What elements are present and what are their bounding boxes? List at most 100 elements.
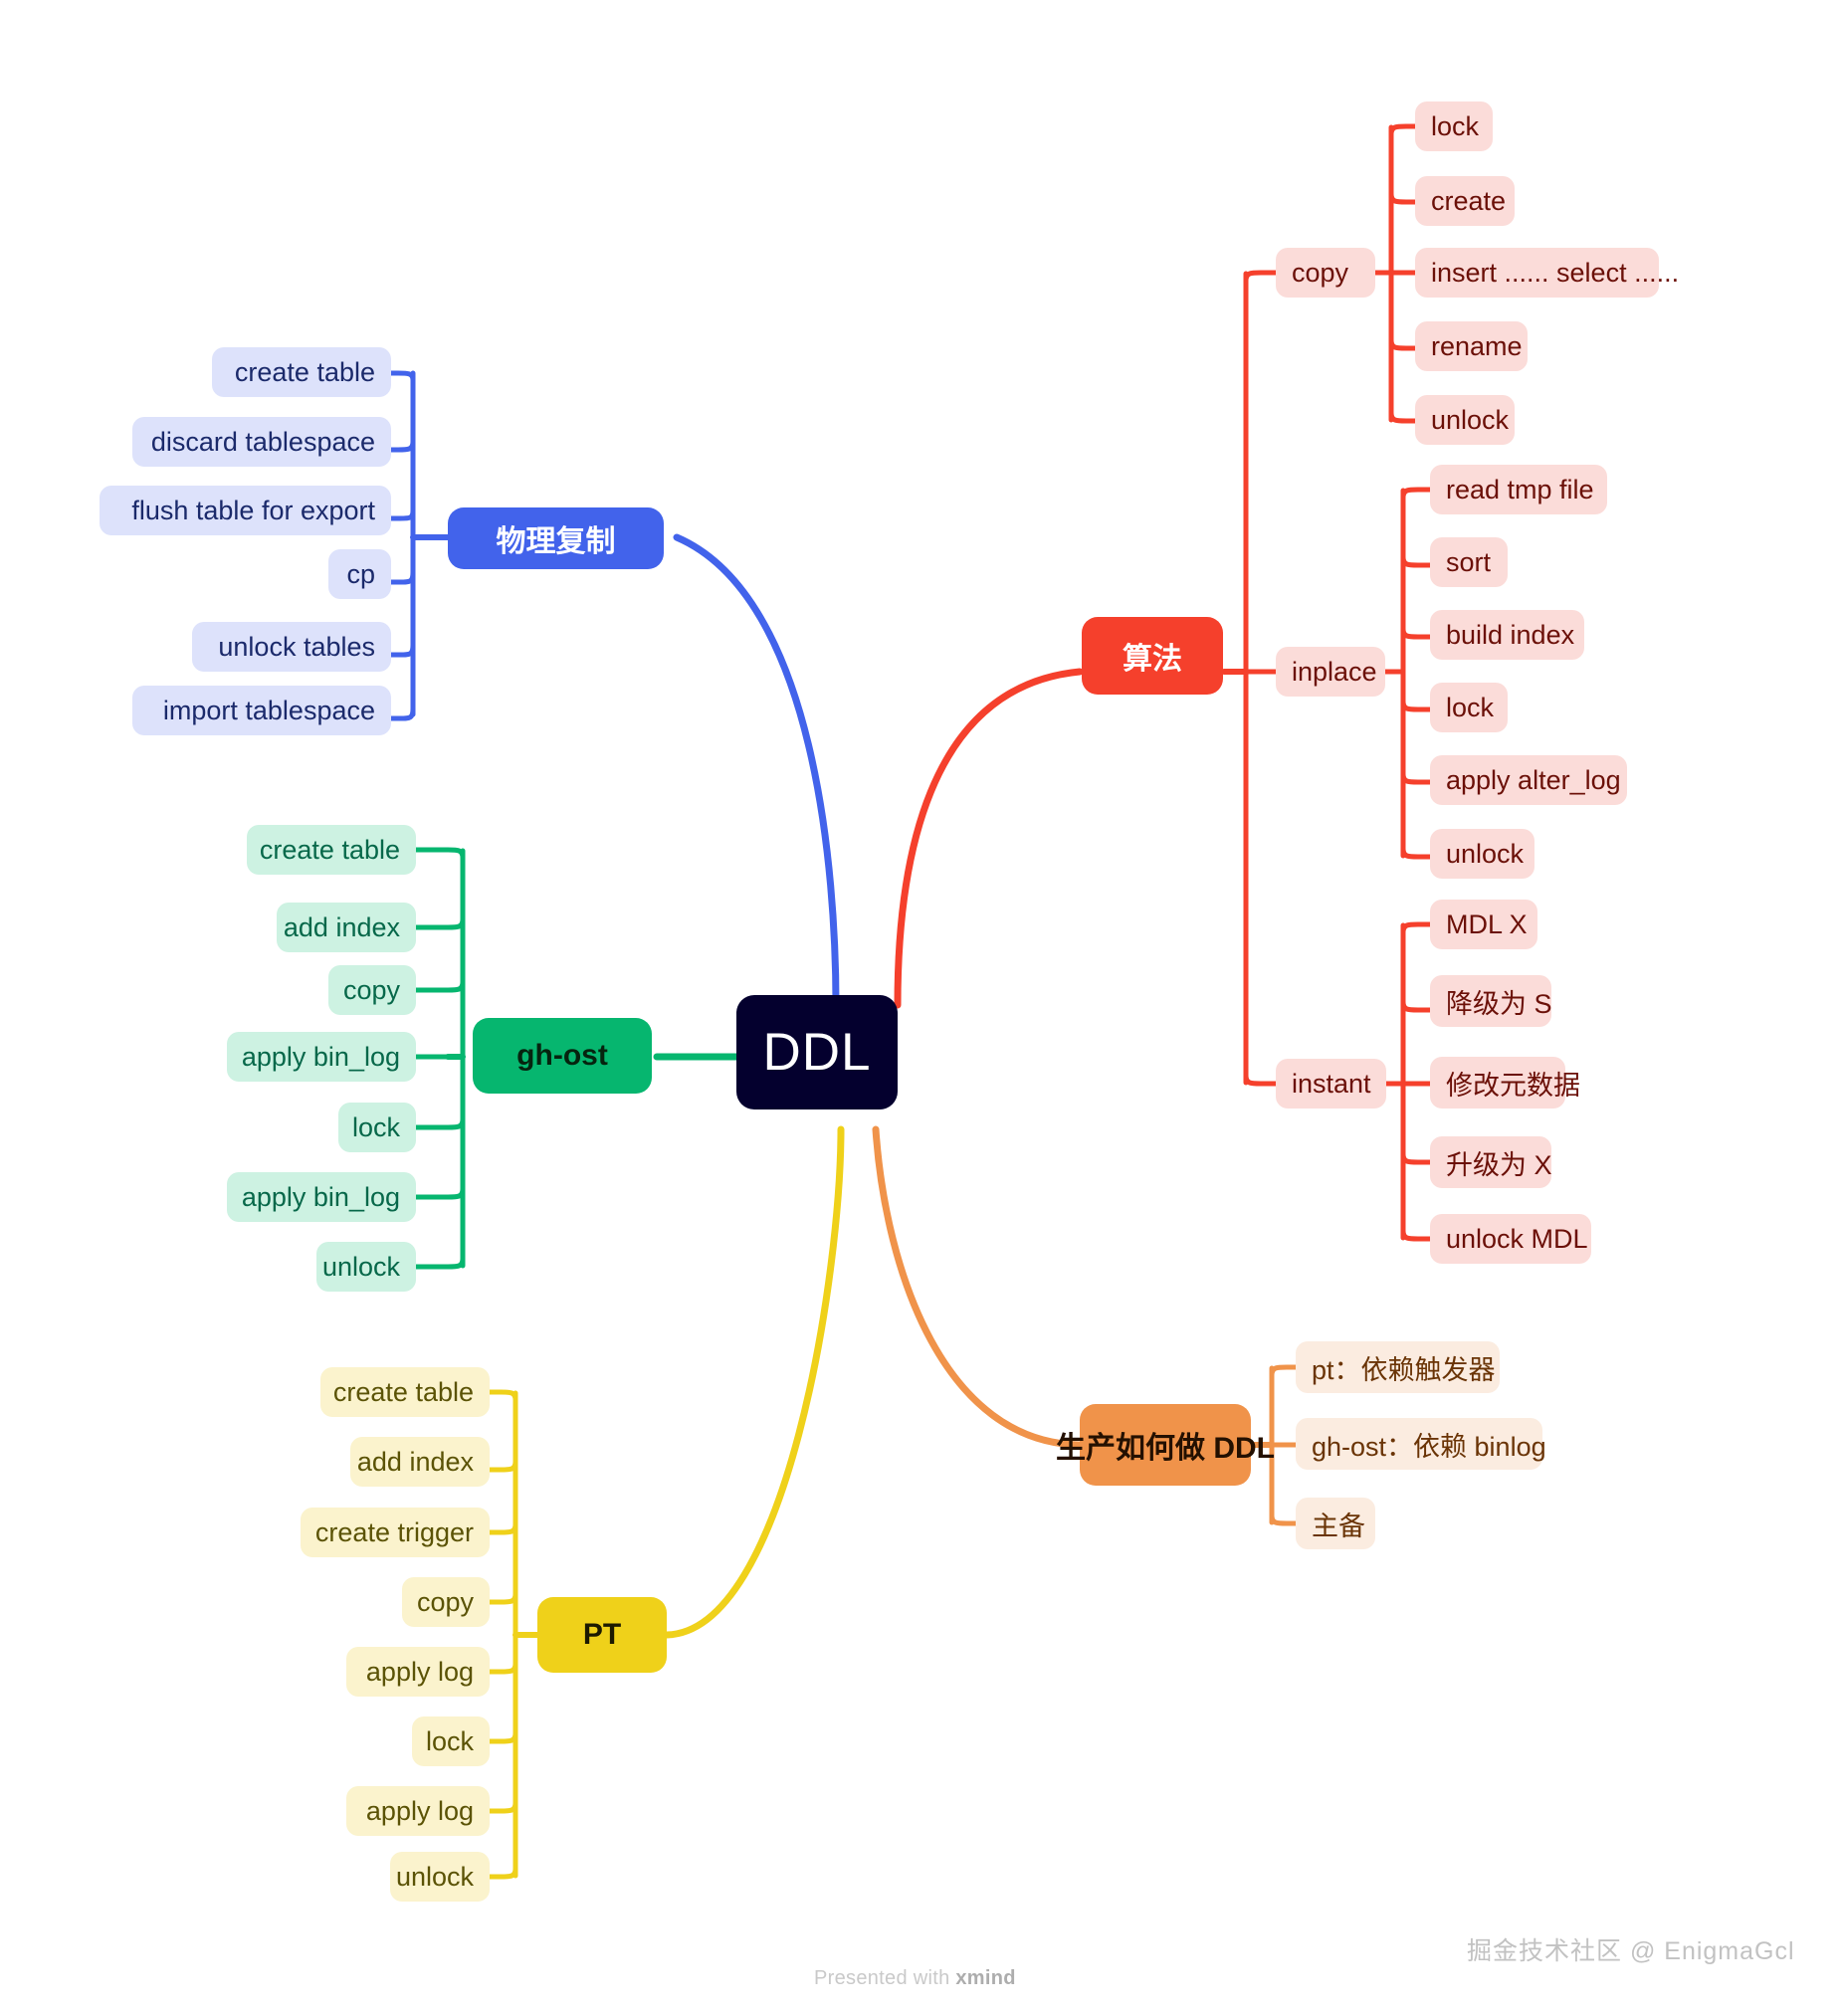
leaf-instant-mdl-x[interactable]: MDL X xyxy=(1430,900,1537,949)
leaf-label: add index xyxy=(283,911,400,942)
xmind-brand: xmind xyxy=(955,1967,1016,1989)
leaf-label: apply alter_log xyxy=(1446,764,1621,795)
leaf-pt-create-table[interactable]: create table xyxy=(320,1367,490,1417)
leaf-pt-apply-log-1[interactable]: apply log xyxy=(346,1647,490,1697)
leaf-ghost-copy[interactable]: copy xyxy=(328,965,416,1015)
leaf-label: unlock xyxy=(395,1861,474,1892)
root-node-label: DDL xyxy=(762,1023,872,1082)
branch-label-pt: PT xyxy=(582,1618,622,1651)
branch-label-physical-replication: 物理复制 xyxy=(496,525,616,558)
subbranch-label: inplace xyxy=(1292,656,1377,687)
subbranch-algorithm-instant[interactable]: instant xyxy=(1276,1059,1386,1109)
leaf-instant-modify-metadata[interactable]: 修改元数据 xyxy=(1430,1057,1580,1109)
leaf-pt-add-index[interactable]: add index xyxy=(350,1437,490,1487)
leaf-label: create trigger xyxy=(314,1516,474,1547)
leaf-label: unlock xyxy=(1431,404,1510,435)
leaf-physical-create-table[interactable]: create table xyxy=(212,347,391,397)
leaf-production-master-slave[interactable]: 主备 xyxy=(1296,1498,1375,1549)
leaf-label: discard tablespace xyxy=(150,426,375,457)
leaf-label: 主备 xyxy=(1312,1511,1365,1541)
leaf-label: flush table for export xyxy=(131,495,375,525)
leaf-ghost-apply-bin-log-2[interactable]: apply bin_log xyxy=(227,1172,416,1222)
leaf-ghost-add-index[interactable]: add index xyxy=(277,903,416,952)
leaf-pt-apply-log-2[interactable]: apply log xyxy=(346,1786,490,1836)
leaf-label: lock xyxy=(1446,692,1495,722)
xmind-attribution: Presented with xmind xyxy=(814,1967,1016,1990)
leaf-label: gh-ost：依赖 binlog xyxy=(1312,1431,1546,1462)
leaf-ghost-lock[interactable]: lock xyxy=(338,1103,416,1152)
leaf-inplace-lock[interactable]: lock xyxy=(1430,683,1508,732)
leaf-label: lock xyxy=(351,1111,400,1142)
branch-node-production-ddl[interactable]: 生产如何做 DDL xyxy=(1056,1404,1275,1486)
subbranch-algorithm-inplace[interactable]: inplace xyxy=(1276,647,1385,697)
xmind-attribution-prefix: Presented with xyxy=(814,1967,956,1989)
leaf-label: add index xyxy=(356,1446,474,1477)
leaf-physical-cp[interactable]: cp xyxy=(328,549,391,599)
subbranch-label: copy xyxy=(1292,257,1349,288)
leaf-pt-create-trigger[interactable]: create trigger xyxy=(301,1508,490,1557)
leaf-label: MDL X xyxy=(1446,908,1528,939)
community-watermark-text: 掘金技术社区 @ EnigmaGcl xyxy=(1467,1937,1795,1965)
leaf-copy-unlock[interactable]: unlock xyxy=(1415,395,1515,445)
leaf-instant-downgrade-to-s[interactable]: 降级为 S xyxy=(1430,975,1552,1027)
leaf-ghost-unlock[interactable]: unlock xyxy=(316,1242,416,1292)
root-node-ddl[interactable]: DDL xyxy=(736,995,898,1109)
leaf-label: apply bin_log xyxy=(241,1181,400,1212)
leaf-label: lock xyxy=(425,1725,474,1756)
leaf-label: sort xyxy=(1446,546,1492,577)
subbranch-algorithm-copy[interactable]: copy xyxy=(1276,248,1375,298)
leaf-instant-unlock-mdl[interactable]: unlock MDL xyxy=(1430,1214,1591,1264)
subbranch-label: instant xyxy=(1292,1068,1371,1099)
leaf-label: insert ...... select ...... xyxy=(1431,257,1680,288)
leaf-label: apply log xyxy=(365,1795,474,1826)
leaf-pt-copy[interactable]: copy xyxy=(402,1577,490,1627)
leaf-label: 降级为 S xyxy=(1446,988,1552,1019)
leaf-ghost-apply-bin-log-1[interactable]: apply bin_log xyxy=(227,1032,416,1082)
leaf-label: read tmp file xyxy=(1446,474,1594,504)
leaf-inplace-read-tmp-file[interactable]: read tmp file xyxy=(1430,465,1607,514)
leaf-inplace-sort[interactable]: sort xyxy=(1430,537,1508,587)
leaf-label: rename xyxy=(1431,330,1523,361)
leaf-copy-insert-select[interactable]: insert ...... select ...... xyxy=(1415,248,1679,298)
leaf-label: apply log xyxy=(365,1656,474,1687)
leaf-copy-lock[interactable]: lock xyxy=(1415,101,1493,151)
branch-node-physical-replication[interactable]: 物理复制 xyxy=(448,507,664,569)
leaf-label: cp xyxy=(346,558,375,589)
leaf-label: unlock xyxy=(1446,838,1525,869)
branch-label-production-ddl: 生产如何做 DDL xyxy=(1056,1432,1275,1465)
leaf-label: build index xyxy=(1446,619,1575,650)
branch-node-pt[interactable]: PT xyxy=(537,1597,667,1673)
leaf-physical-discard-tablespace[interactable]: discard tablespace xyxy=(132,417,391,467)
leaf-pt-unlock[interactable]: unlock xyxy=(390,1852,490,1902)
leaf-physical-flush-table-for-export[interactable]: flush table for export xyxy=(100,486,391,535)
leaf-pt-lock[interactable]: lock xyxy=(412,1716,490,1766)
leaf-label: pt：依赖触发器 xyxy=(1312,1354,1496,1385)
leaf-label: lock xyxy=(1431,110,1480,141)
leaf-label: copy xyxy=(342,974,400,1005)
community-watermark: 掘金技术社区 @ EnigmaGcl xyxy=(1467,1931,1795,1967)
leaf-ghost-create-table[interactable]: create table xyxy=(247,825,416,875)
branch-node-gh-ost[interactable]: gh-ost xyxy=(473,1018,652,1094)
leaf-label: copy xyxy=(416,1586,474,1617)
leaf-inplace-unlock[interactable]: unlock xyxy=(1430,829,1534,879)
leaf-label: create table xyxy=(234,356,375,387)
branch-label-gh-ost: gh-ost xyxy=(516,1039,608,1072)
leaf-copy-create[interactable]: create xyxy=(1415,176,1515,226)
leaf-instant-upgrade-to-x[interactable]: 升级为 X xyxy=(1430,1136,1552,1188)
leaf-physical-unlock-tables[interactable]: unlock tables xyxy=(192,622,391,672)
leaf-label: create xyxy=(1431,185,1507,216)
leaf-label: create table xyxy=(259,834,400,865)
leaf-physical-import-tablespace[interactable]: import tablespace xyxy=(132,686,391,735)
leaf-copy-rename[interactable]: rename xyxy=(1415,321,1528,371)
leaf-production-ghost-binlog[interactable]: gh-ost：依赖 binlog xyxy=(1296,1418,1546,1470)
leaf-label: unlock xyxy=(321,1251,400,1282)
branch-node-algorithm[interactable]: 算法 xyxy=(1082,617,1223,695)
leaf-label: apply bin_log xyxy=(241,1041,400,1072)
leaf-inplace-apply-alter-log[interactable]: apply alter_log xyxy=(1430,755,1627,805)
leaf-label: create table xyxy=(332,1376,474,1407)
leaf-label: unlock tables xyxy=(218,631,375,662)
leaf-inplace-build-index[interactable]: build index xyxy=(1430,610,1584,660)
leaf-production-pt-trigger[interactable]: pt：依赖触发器 xyxy=(1296,1341,1500,1393)
